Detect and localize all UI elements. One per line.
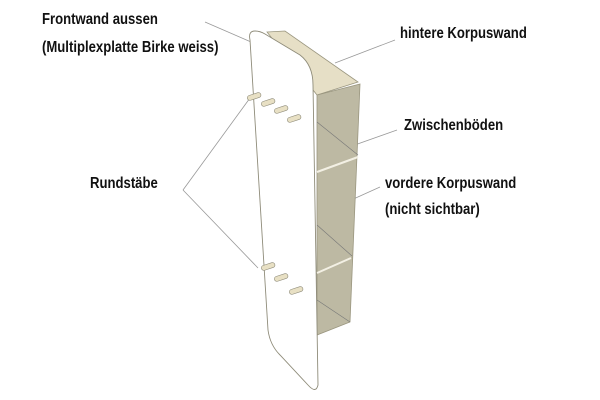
label-front-wall-material: (Multiplexplatte Birke weiss) — [42, 39, 219, 56]
label-rear-wall: hintere Korpuswand — [400, 25, 527, 42]
front-wall-panel — [249, 30, 319, 390]
dowel — [261, 98, 276, 107]
leader-lines — [182, 21, 398, 269]
carcass-inner — [316, 83, 361, 336]
label-dowels: Rundstäbe — [90, 175, 158, 192]
leader-dowels-bottom — [182, 189, 259, 269]
dowel — [274, 273, 289, 282]
label-front-carcass-wall-note: (nicht sichtbar) — [385, 201, 480, 218]
leader-dowels-top — [182, 97, 251, 191]
leader-rear-wall — [334, 39, 396, 64]
dowel — [247, 92, 262, 101]
dowel — [289, 286, 304, 295]
shelf-bottom — [316, 257, 352, 274]
dowel — [287, 114, 302, 123]
label-front-carcass-wall: vordere Korpuswand — [385, 175, 517, 192]
dowel — [261, 262, 276, 271]
dowel — [274, 105, 289, 114]
shelf-top — [316, 156, 359, 173]
dowels — [247, 92, 304, 295]
label-shelves: Zwischenböden — [404, 117, 504, 134]
label-front-wall: Frontwand aussen — [42, 11, 158, 28]
